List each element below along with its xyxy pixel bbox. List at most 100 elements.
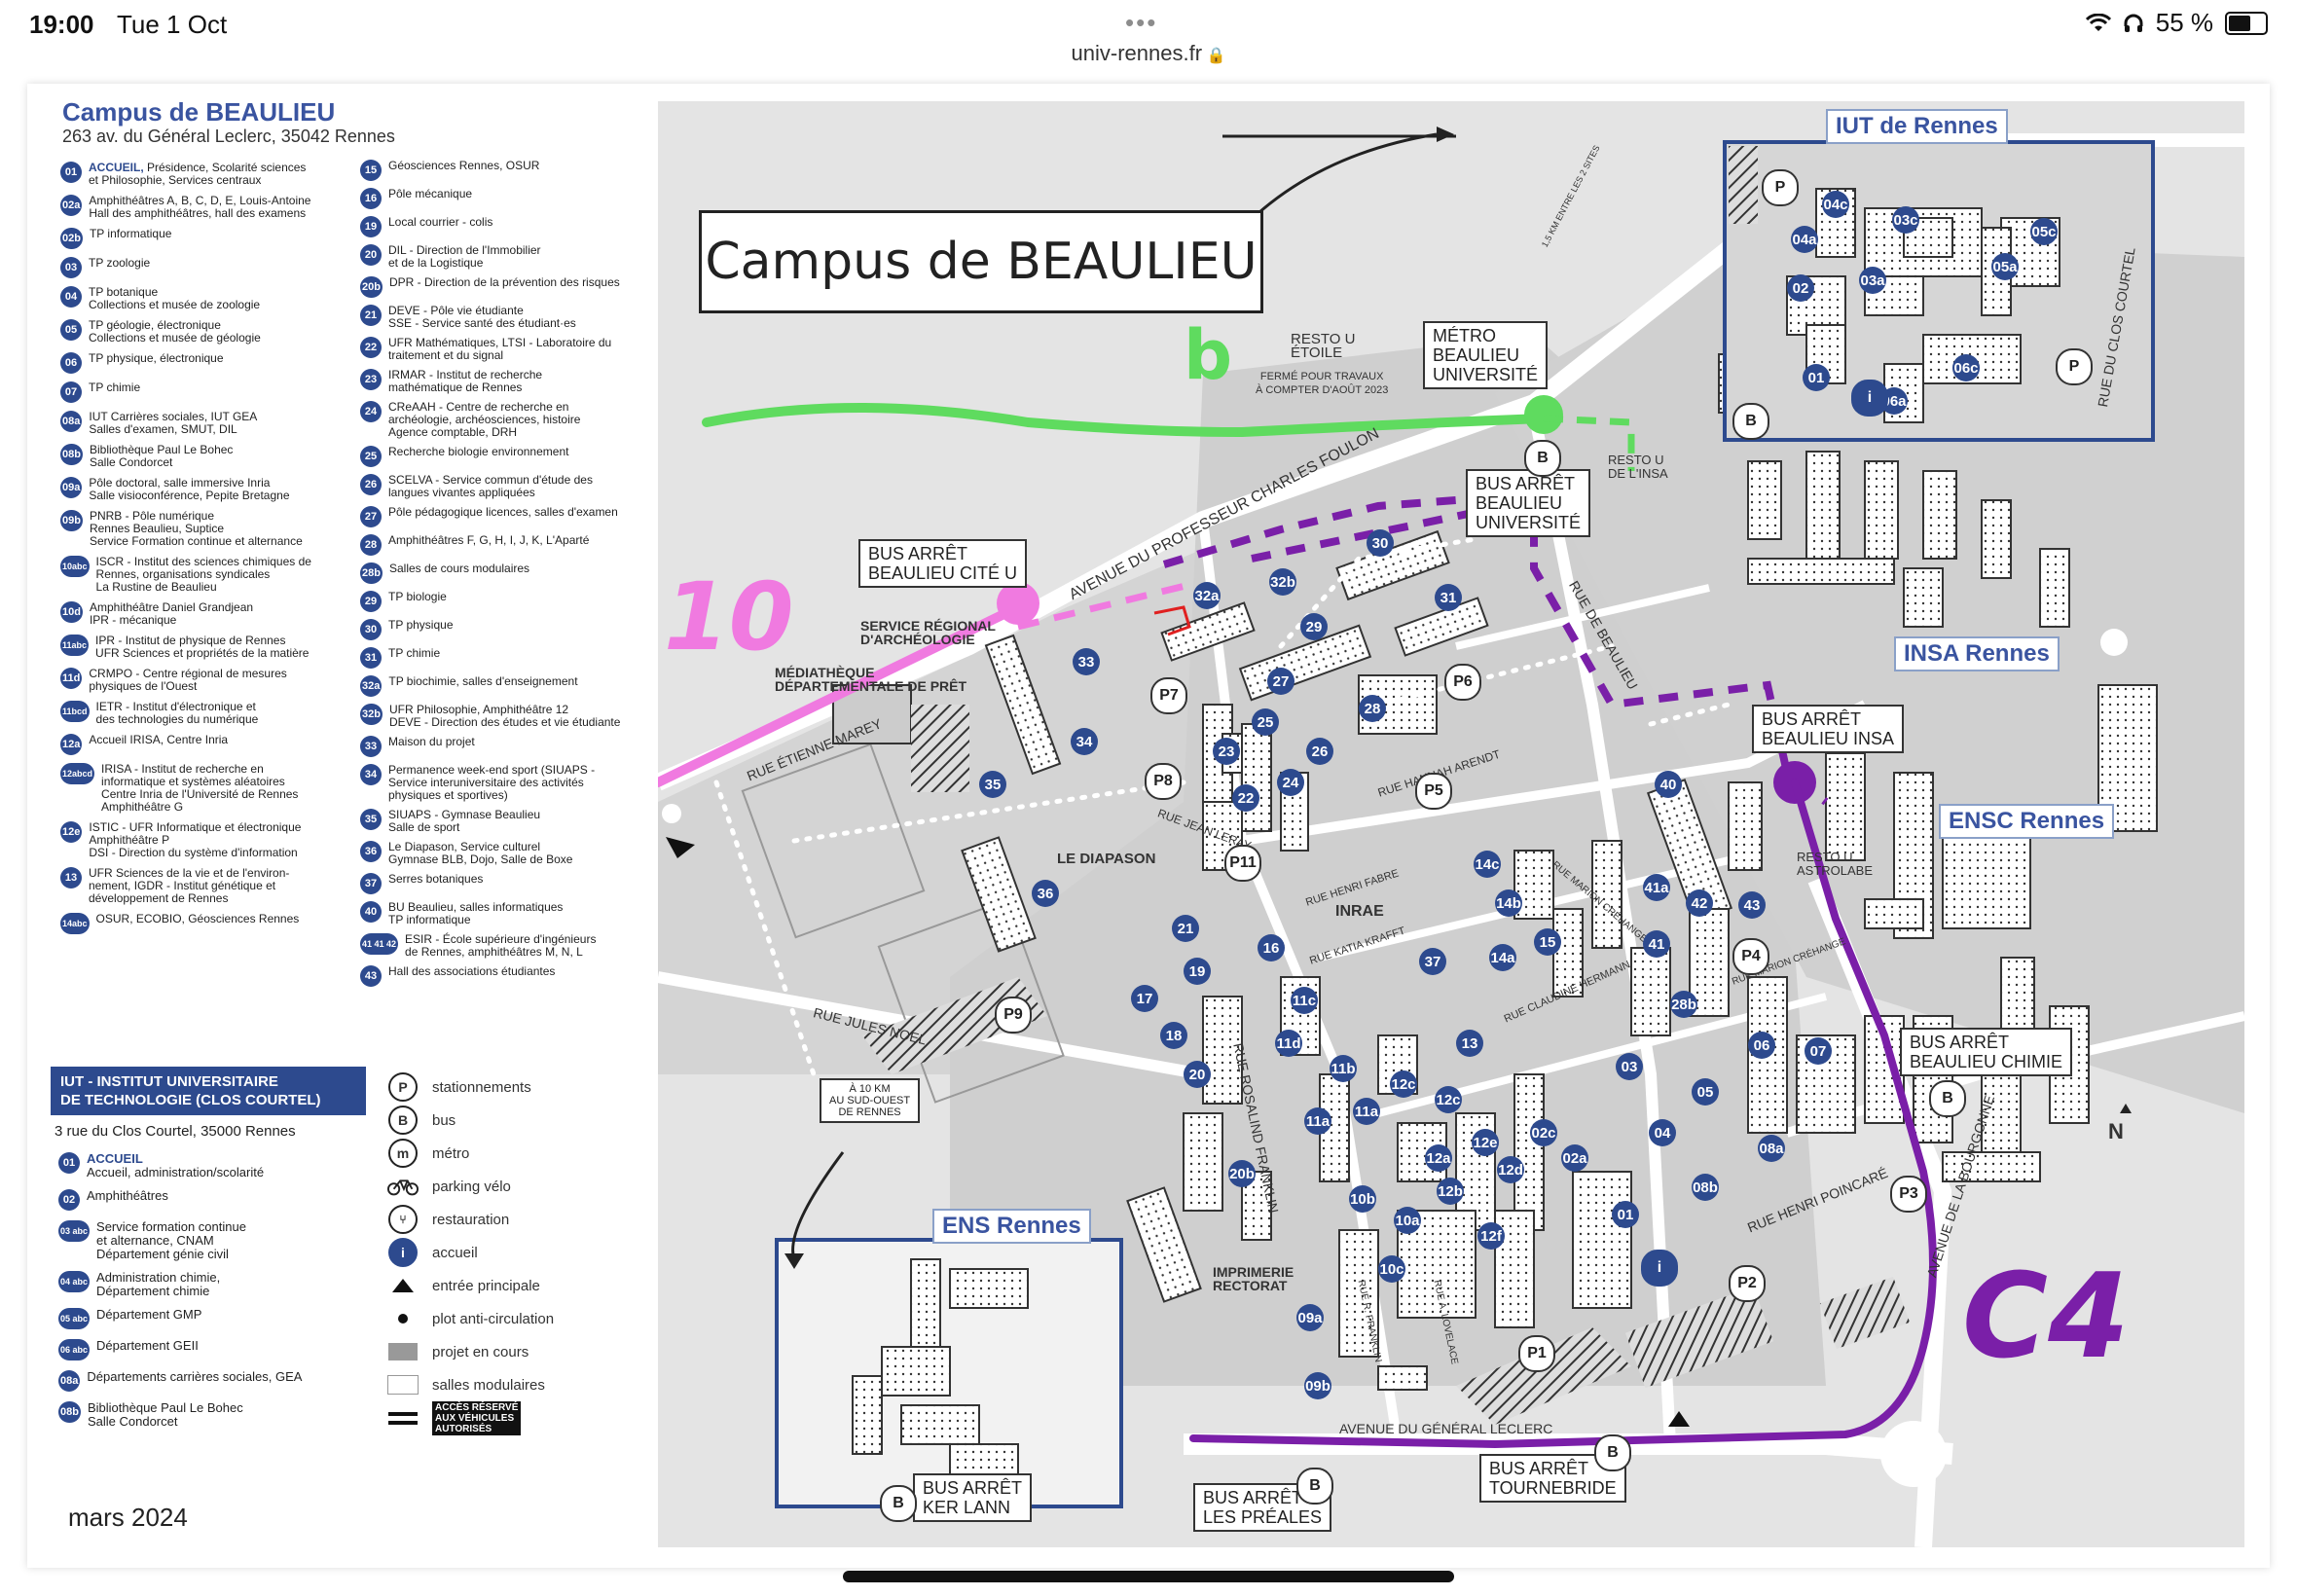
bus-stop-ker-lann[interactable]: BUS ARRÊT KER LANN bbox=[913, 1473, 1033, 1522]
map-marker-21[interactable]: 21 bbox=[1172, 915, 1199, 942]
map-marker-11a-2[interactable]: 11a bbox=[1304, 1107, 1331, 1135]
map-marker-iut-03c[interactable]: 03c bbox=[1892, 206, 1919, 234]
map-marker-iut-02[interactable]: 02 bbox=[1787, 274, 1814, 302]
map-marker-14a[interactable]: 14a bbox=[1489, 944, 1516, 971]
info-icon-iut[interactable]: i bbox=[1851, 380, 1888, 417]
map-marker-33[interactable]: 33 bbox=[1073, 648, 1100, 675]
info-icon-main[interactable]: i bbox=[1641, 1250, 1678, 1287]
parking-p4[interactable]: P4 bbox=[1732, 938, 1769, 975]
map-marker-41b[interactable]: 41 bbox=[1643, 930, 1670, 958]
map-marker-36[interactable]: 36 bbox=[1032, 880, 1059, 907]
map-marker-05[interactable]: 05 bbox=[1692, 1078, 1719, 1106]
map-marker-30[interactable]: 30 bbox=[1367, 529, 1394, 557]
bus-icon-chimie[interactable]: B bbox=[1929, 1080, 1966, 1117]
map-marker-32a[interactable]: 32a bbox=[1193, 582, 1221, 609]
campus-map[interactable]: Campus de BEAULIEU IUT de Rennes INSA Re… bbox=[658, 101, 2244, 1547]
parking-p9[interactable]: P9 bbox=[995, 997, 1032, 1034]
map-marker-28[interactable]: 28 bbox=[1359, 695, 1386, 722]
home-indicator[interactable] bbox=[843, 1571, 1454, 1582]
map-marker-22[interactable]: 22 bbox=[1232, 784, 1259, 812]
map-marker-02c[interactable]: 02c bbox=[1530, 1119, 1557, 1146]
map-marker-08a[interactable]: 08a bbox=[1758, 1135, 1785, 1162]
map-marker-26[interactable]: 26 bbox=[1306, 738, 1333, 765]
map-marker-29[interactable]: 29 bbox=[1300, 613, 1328, 640]
map-marker-12c-2[interactable]: 12c bbox=[1435, 1086, 1462, 1113]
map-marker-40[interactable]: 40 bbox=[1655, 771, 1682, 798]
bus-stop-tournebride[interactable]: BUS ARRÊT TOURNEBRIDE bbox=[1479, 1454, 1626, 1503]
parking-p2[interactable]: P2 bbox=[1729, 1265, 1766, 1302]
parking-p11[interactable]: P11 bbox=[1224, 845, 1261, 882]
map-marker-12c[interactable]: 12c bbox=[1390, 1070, 1417, 1098]
map-marker-24[interactable]: 24 bbox=[1277, 769, 1304, 796]
map-marker-09a[interactable]: 09a bbox=[1296, 1304, 1324, 1331]
map-marker-11b[interactable]: 11b bbox=[1330, 1055, 1357, 1082]
map-marker-41a[interactable]: 41a bbox=[1643, 874, 1670, 901]
map-marker-iut-03a[interactable]: 03a bbox=[1859, 267, 1886, 294]
metro-beaulieu-universite[interactable]: MÉTRO BEAULIEU UNIVERSITÉ bbox=[1423, 321, 1549, 389]
parking-iut-1[interactable]: P bbox=[1762, 169, 1799, 206]
bus-icon-universite[interactable]: B bbox=[1524, 440, 1561, 477]
map-marker-12b[interactable]: 12b bbox=[1437, 1178, 1464, 1205]
map-marker-11a-1[interactable]: 11a bbox=[1353, 1098, 1380, 1125]
map-marker-09b[interactable]: 09b bbox=[1304, 1372, 1331, 1399]
map-marker-12e[interactable]: 12e bbox=[1472, 1129, 1499, 1156]
map-marker-17[interactable]: 17 bbox=[1131, 985, 1158, 1012]
map-marker-18[interactable]: 18 bbox=[1160, 1022, 1187, 1049]
bus-icon-preales[interactable]: B bbox=[1296, 1468, 1333, 1505]
map-marker-11c[interactable]: 11c bbox=[1291, 987, 1318, 1014]
parking-p7[interactable]: P7 bbox=[1150, 677, 1187, 714]
map-marker-04[interactable]: 04 bbox=[1649, 1119, 1676, 1146]
map-marker-43[interactable]: 43 bbox=[1738, 891, 1766, 919]
map-marker-13[interactable]: 13 bbox=[1456, 1030, 1483, 1057]
map-marker-42[interactable]: 42 bbox=[1686, 889, 1713, 917]
parking-p1[interactable]: P1 bbox=[1518, 1335, 1555, 1372]
map-marker-31[interactable]: 31 bbox=[1435, 584, 1462, 611]
map-marker-14b[interactable]: 14b bbox=[1495, 889, 1522, 917]
bus-stop-beaulieu-universite[interactable]: BUS ARRÊT BEAULIEU UNIVERSITÉ bbox=[1466, 469, 1591, 537]
map-marker-08b[interactable]: 08b bbox=[1692, 1174, 1719, 1201]
parking-iut-2[interactable]: P bbox=[2056, 348, 2093, 385]
map-marker-11d[interactable]: 11d bbox=[1275, 1030, 1302, 1057]
map-marker-iut-01[interactable]: 01 bbox=[1803, 364, 1830, 391]
multitask-dots[interactable]: ••• bbox=[1125, 8, 1158, 37]
map-marker-06[interactable]: 06 bbox=[1748, 1032, 1775, 1059]
map-marker-iut-04c[interactable]: 04c bbox=[1822, 191, 1849, 218]
map-marker-iut-05a[interactable]: 05a bbox=[1991, 253, 2019, 280]
map-marker-12a[interactable]: 12a bbox=[1425, 1144, 1452, 1172]
bus-icon-ker-lann[interactable]: B bbox=[880, 1485, 917, 1522]
map-marker-34[interactable]: 34 bbox=[1071, 728, 1098, 755]
map-marker-10a[interactable]: 10a bbox=[1394, 1207, 1421, 1234]
map-marker-iut-05c[interactable]: 05c bbox=[2030, 218, 2058, 245]
bus-icon-iut[interactable]: B bbox=[1732, 403, 1769, 440]
map-marker-01[interactable]: 01 bbox=[1612, 1201, 1639, 1228]
map-marker-19[interactable]: 19 bbox=[1184, 958, 1211, 985]
map-marker-10b[interactable]: 10b bbox=[1349, 1185, 1376, 1213]
bus-stop-beaulieu-chimie[interactable]: BUS ARRÊT BEAULIEU CHIMIE bbox=[1900, 1028, 2073, 1076]
map-marker-25[interactable]: 25 bbox=[1252, 708, 1279, 736]
parking-p8[interactable]: P8 bbox=[1145, 763, 1182, 800]
bus-stop-beaulieu-cite-u[interactable]: BUS ARRÊT BEAULIEU CITÉ U bbox=[858, 539, 1028, 588]
map-marker-16[interactable]: 16 bbox=[1258, 934, 1285, 961]
bus-icon-tournebride[interactable]: B bbox=[1594, 1434, 1631, 1471]
address-bar[interactable]: univ-rennes.fr 🔒 bbox=[0, 39, 2297, 82]
bus-stop-beaulieu-insa[interactable]: BUS ARRÊT BEAULIEU INSA bbox=[1752, 705, 1905, 753]
map-marker-02a[interactable]: 02a bbox=[1561, 1144, 1588, 1172]
map-marker-35[interactable]: 35 bbox=[979, 771, 1006, 798]
map-marker-12d[interactable]: 12d bbox=[1497, 1156, 1524, 1183]
map-marker-14c[interactable]: 14c bbox=[1474, 851, 1501, 878]
map-marker-15[interactable]: 15 bbox=[1534, 928, 1561, 956]
parking-p3[interactable]: P3 bbox=[1890, 1176, 1927, 1213]
map-marker-23[interactable]: 23 bbox=[1213, 738, 1240, 765]
map-marker-27[interactable]: 27 bbox=[1267, 668, 1294, 695]
map-marker-37[interactable]: 37 bbox=[1419, 948, 1446, 975]
map-marker-iut-04a[interactable]: 04a bbox=[1791, 226, 1818, 253]
map-marker-32b[interactable]: 32b bbox=[1269, 568, 1296, 596]
map-marker-iut-06c[interactable]: 06c bbox=[1952, 354, 1980, 381]
parking-p5[interactable]: P5 bbox=[1415, 773, 1452, 810]
map-marker-10c[interactable]: 10c bbox=[1378, 1255, 1405, 1283]
map-marker-20[interactable]: 20 bbox=[1184, 1061, 1211, 1088]
map-marker-20b[interactable]: 20b bbox=[1228, 1160, 1256, 1187]
map-marker-07[interactable]: 07 bbox=[1805, 1037, 1832, 1065]
parking-p6[interactable]: P6 bbox=[1444, 664, 1481, 701]
map-marker-12f[interactable]: 12f bbox=[1477, 1222, 1505, 1250]
